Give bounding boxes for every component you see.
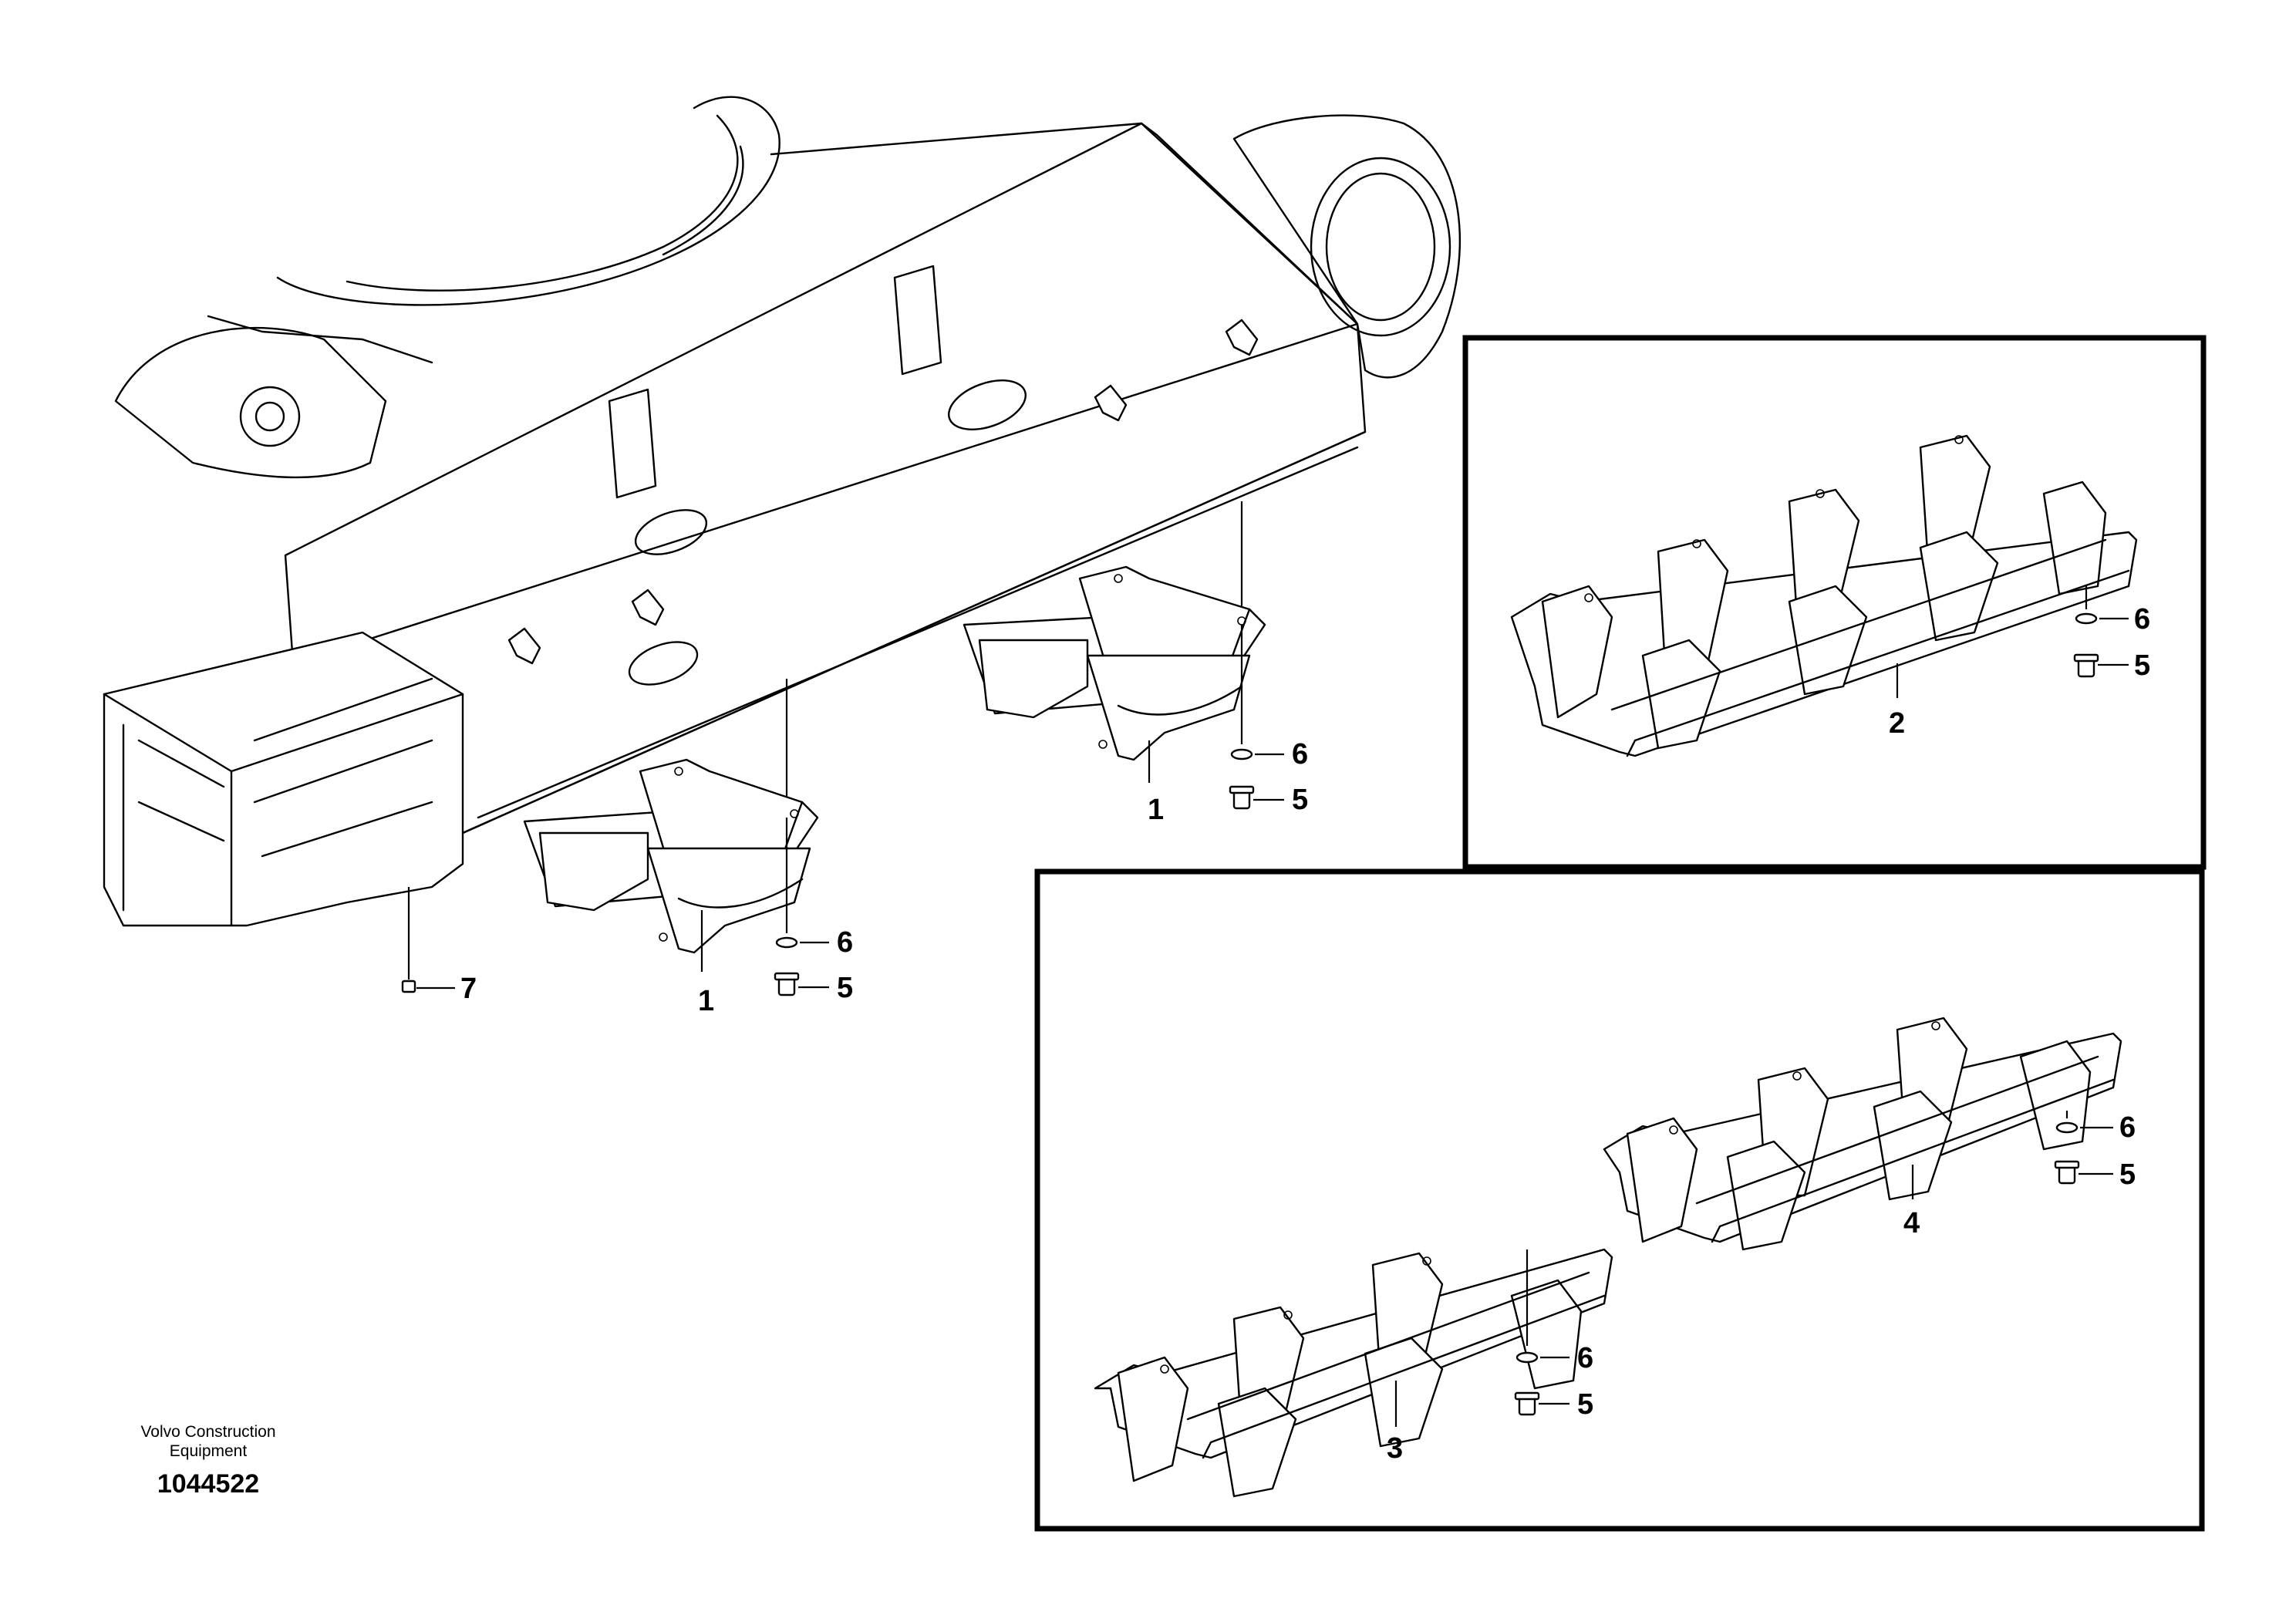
callout-1-b: 1 <box>1148 794 1164 826</box>
callout-5-a: 5 <box>837 972 853 1004</box>
callout-6-e: 6 <box>1577 1342 1593 1374</box>
washer-and-bolt-group-e <box>1514 1249 1569 1416</box>
callout-5-c: 5 <box>2134 649 2150 682</box>
drawing-number: 1044522 <box>157 1469 259 1499</box>
track-guard-assembly-part-4 <box>1603 1017 2122 1251</box>
callout-6-c: 6 <box>2134 603 2150 636</box>
washer-and-bolt-group-b <box>1229 625 1284 810</box>
company-name-line1: Volvo Construction <box>140 1423 275 1441</box>
callout-3: 3 <box>1387 1432 1403 1465</box>
callout-5-d: 5 <box>2119 1158 2136 1191</box>
callout-7: 7 <box>460 973 477 1005</box>
washer-and-bolt-group-a <box>774 818 829 996</box>
track-guard-assembly-part-2 <box>1510 434 2138 757</box>
callout-6-b: 6 <box>1292 738 1308 771</box>
callout-2: 2 <box>1889 707 1905 740</box>
washer-and-bolt-group-c <box>2073 586 2129 678</box>
callout-6-d: 6 <box>2119 1111 2136 1144</box>
inset-frame-parts-3-4 <box>1034 868 2205 1532</box>
callout-5-b: 5 <box>1292 784 1308 816</box>
company-name-line2: Equipment <box>170 1442 248 1460</box>
plug-part-7 <box>401 980 455 993</box>
callout-5-e: 5 <box>1577 1388 1593 1421</box>
track-guard-part-1-lower <box>523 758 819 954</box>
washer-and-bolt-group-d <box>2054 1111 2113 1185</box>
track-guard-assembly-part-3 <box>1094 1248 1613 1498</box>
callout-4: 4 <box>1903 1207 1920 1239</box>
inset-frame-part-2 <box>1462 335 2207 870</box>
callout-1-a: 1 <box>698 985 714 1017</box>
track-guard-part-1-upper <box>963 565 1266 761</box>
undercarriage-frame <box>103 96 1462 980</box>
callout-6-a: 6 <box>837 926 853 959</box>
